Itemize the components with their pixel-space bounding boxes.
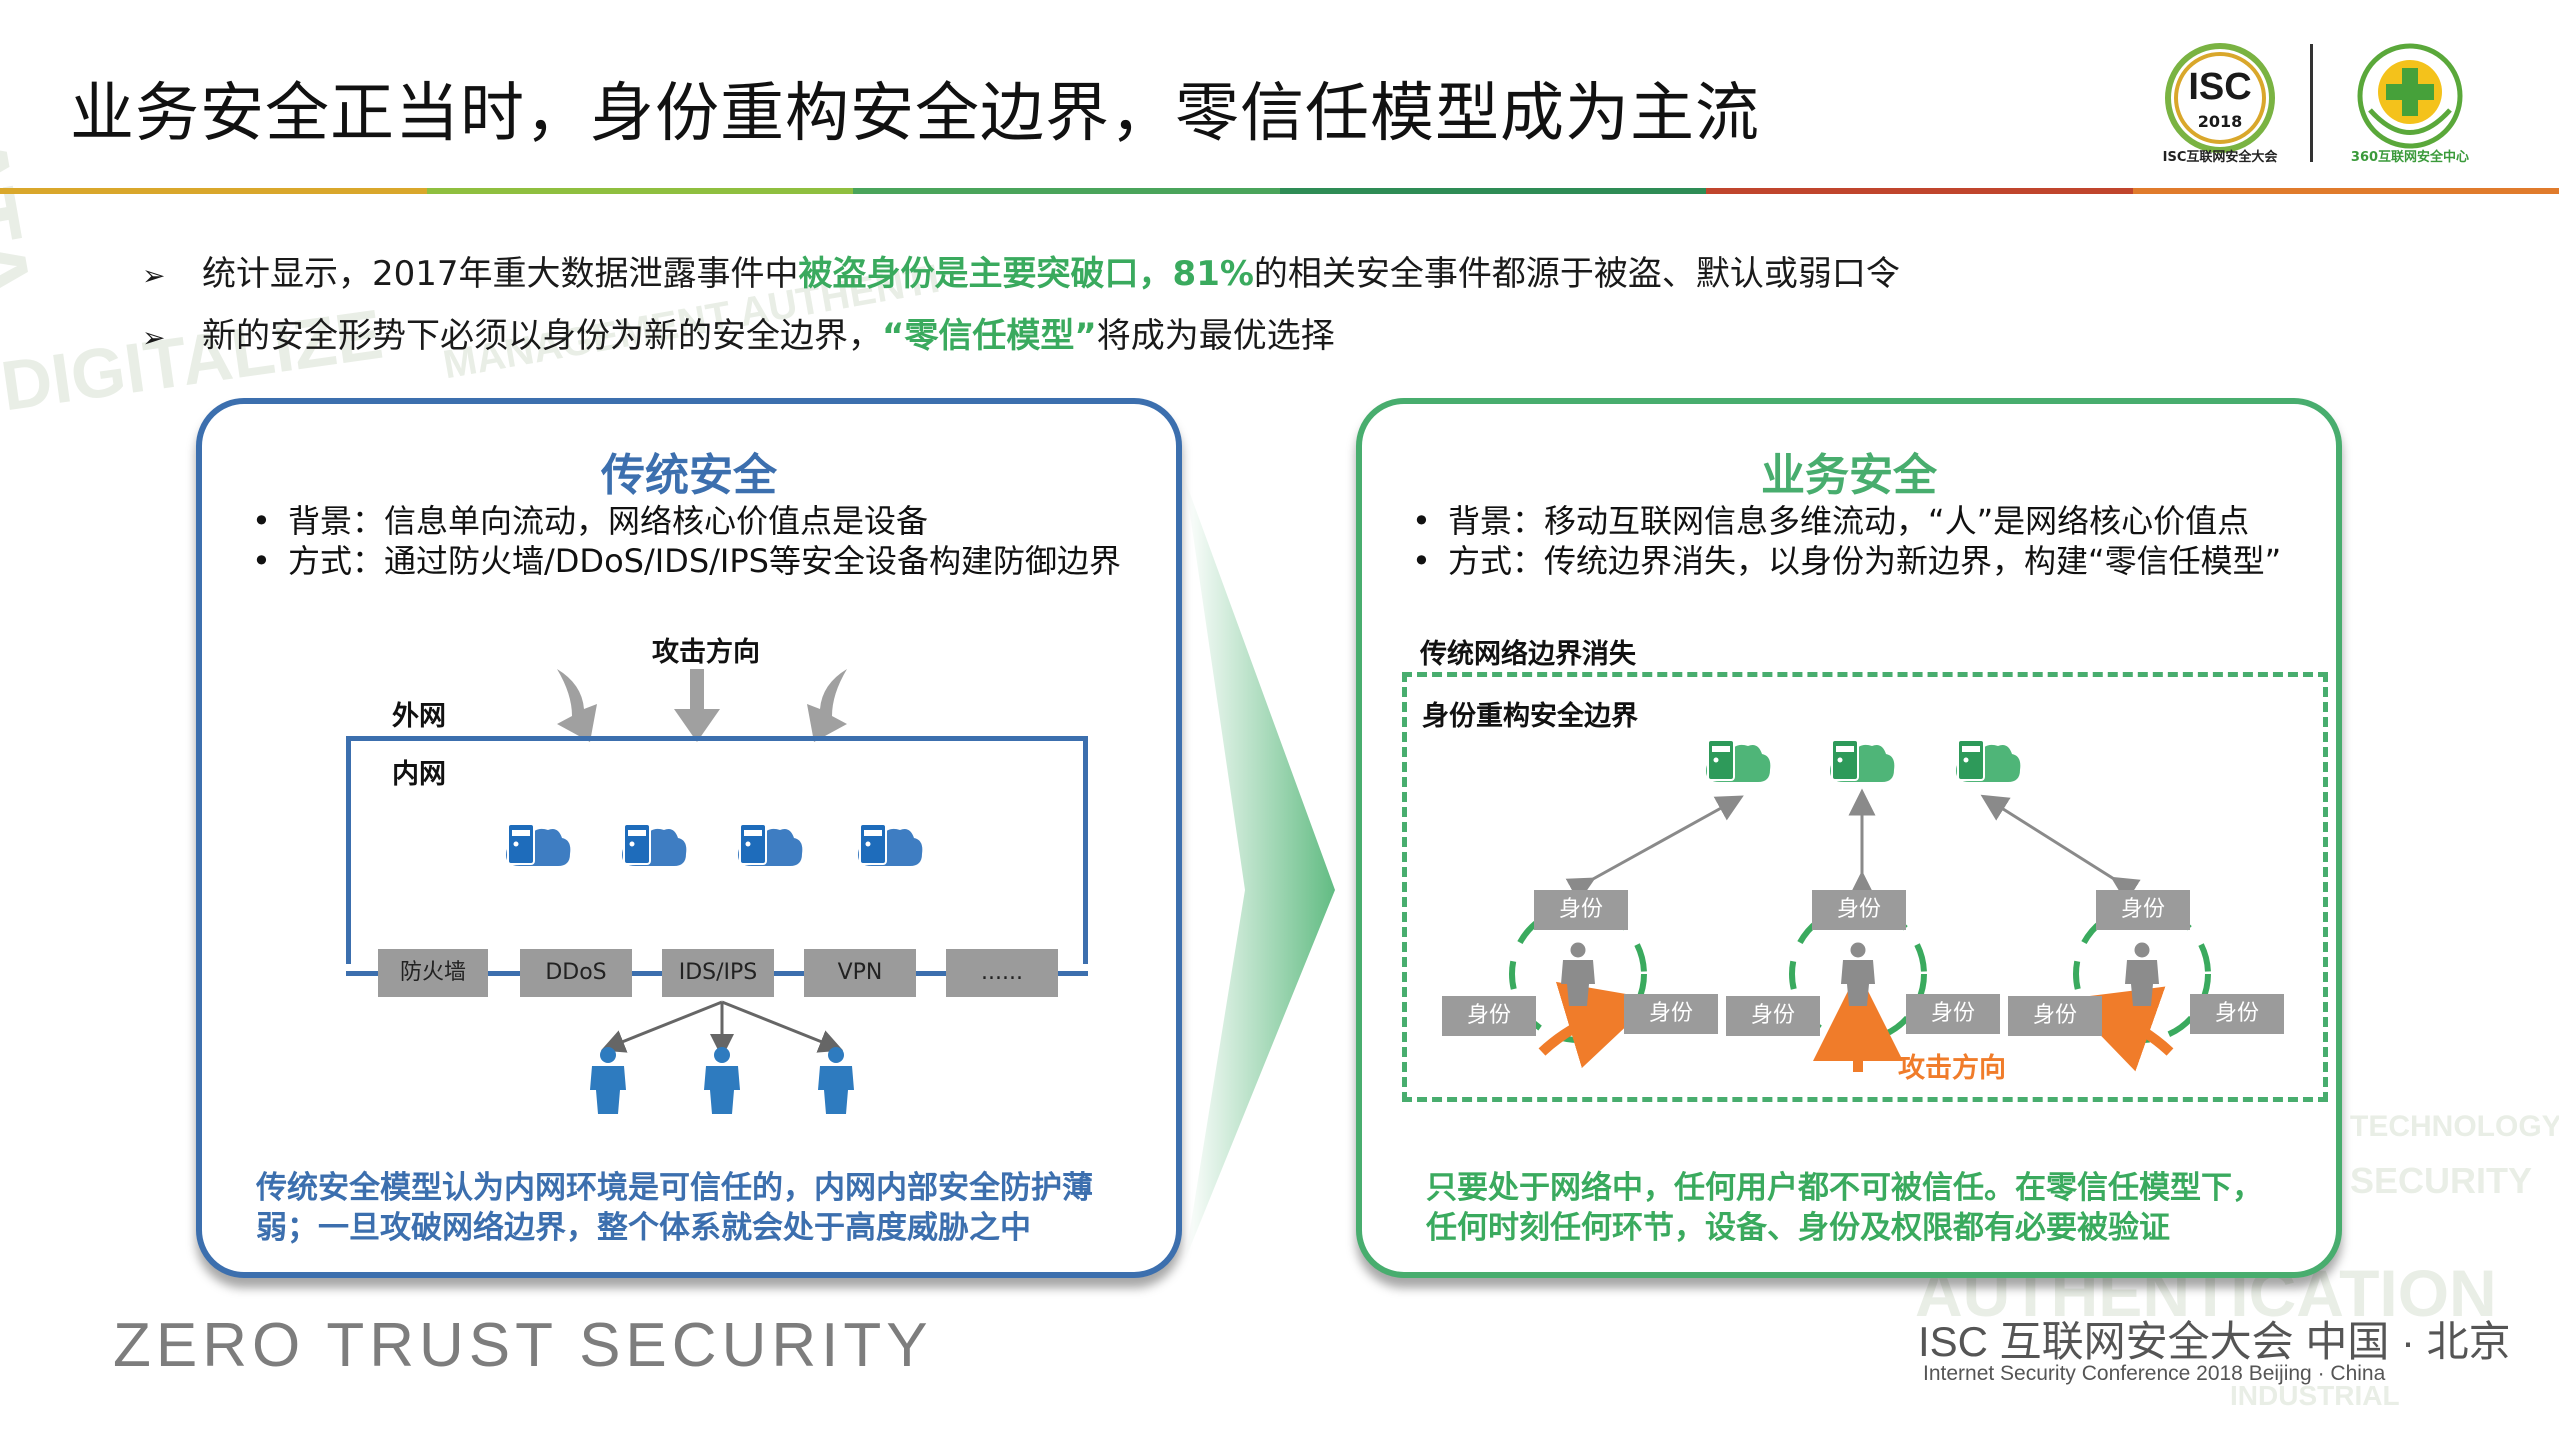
user-icon: [590, 1047, 626, 1114]
arrow-bullet-icon: ➢: [142, 321, 166, 354]
bullet-1-highlight: 被盗身份是主要突破口，81%: [798, 254, 1254, 294]
right-panel-title: 业务安全: [1761, 450, 1937, 501]
left-conclusion-line1: 传统安全模型认为内网环境是可信任的，内网内部安全防护薄: [256, 1170, 1093, 1206]
identity-box: 身份: [2190, 994, 2284, 1034]
left-line1-text: 背景：信息单向流动，网络核心价值点是设备: [288, 502, 929, 540]
isc-logo-mark: [2165, 43, 2275, 153]
bullet-2-post: 将成为最优选择: [1096, 316, 1335, 356]
identity-box: 身份: [1442, 996, 1536, 1036]
attack-arrows-icon: [557, 669, 847, 742]
right-attack-label: 攻击方向: [1898, 1053, 2006, 1084]
bullet-1: ➢ 统计显示，2017年重大数据泄露事件中被盗身份是主要突破口，81%的相关安全事…: [142, 246, 1900, 295]
right-line1-text: 背景：移动互联网信息多维流动，“人”是网络核心价值点: [1448, 502, 2250, 540]
left-panel-title: 传统安全: [601, 450, 777, 501]
server-cloud-icon: [506, 824, 571, 866]
right-conclusion-line2: 任何时刻任何环节，设备、身份及权限都有必要被验证: [1426, 1210, 2170, 1246]
left-panel-background: •背景：信息单向流动，网络核心价值点是设备: [252, 502, 929, 540]
server-cloud-icon: [738, 824, 803, 866]
device-more: ......: [946, 949, 1058, 997]
identity-box: 身份: [2008, 996, 2102, 1036]
server-cloud-icon: [1706, 740, 1771, 782]
right-panel-background: •背景：移动互联网信息多维流动，“人”是网络核心价值点: [1412, 502, 2250, 540]
traditional-security-panel: 传统安全 •背景：信息单向流动，网络核心价值点是设备 •方式：通过防火墙/DDo…: [196, 398, 1182, 1278]
right-panel-method: •方式：传统边界消失，以身份为新边界，构建“零信任模型”: [1412, 542, 2282, 580]
identity-box: 身份: [1726, 996, 1820, 1036]
bullet-1-pre: 统计显示，2017年重大数据泄露事件中: [202, 254, 799, 294]
stripe-segment: [426, 188, 853, 194]
device-ids-ips: IDS/IPS: [662, 949, 774, 997]
identity-box: 身份: [1812, 890, 1906, 930]
stripe-segment: [1706, 188, 2133, 194]
bullet-1-post: 的相关安全事件都源于被盗、默认或弱口令: [1253, 254, 1900, 294]
watermark-text: SECURITY: [2350, 1160, 2533, 1201]
user-icon: [704, 1047, 740, 1114]
isc-logo: ISC 2018 ISC互联网安全大会: [2160, 40, 2280, 200]
stripe-segment: [853, 188, 1280, 194]
stripe-segment: [2132, 188, 2559, 194]
business-security-panel: 业务安全 •背景：移动互联网信息多维流动，“人”是网络核心价值点 •方式：传统边…: [1356, 398, 2342, 1278]
stripe-segment: [1279, 188, 1706, 194]
left-panel-method: •方式：通过防火墙/DDoS/IDS/IPS等安全设备构建防御边界: [252, 542, 1121, 580]
person-icon: [1561, 942, 1595, 1006]
user-connection-arrows: [600, 1000, 844, 1058]
identity-box: 身份: [1906, 994, 2000, 1034]
isc-logo-caption: ISC互联网安全大会: [2162, 150, 2278, 165]
conference-name-en: Internet Security Conference 2018 Beijin…: [1923, 1362, 2386, 1385]
watermark-text: INDUSTRIAL: [2230, 1380, 2400, 1411]
person-icon: [2125, 942, 2159, 1006]
server-cloud-icon: [1830, 740, 1895, 782]
left-line2-text: 方式：通过防火墙/DDoS/IDS/IPS等安全设备构建防御边界: [288, 542, 1121, 580]
user-icon: [818, 1047, 854, 1114]
identity-box: 身份: [2096, 890, 2190, 930]
server-cloud-icon: [1956, 740, 2021, 782]
server-cloud-icon: [858, 824, 923, 866]
isc-logo-year: 2018: [2197, 112, 2243, 131]
conference-name-cn: ISC 互联网安全大会 中国 · 北京: [1918, 1318, 2511, 1365]
transition-arrow-icon: [1185, 480, 1335, 1260]
left-conclusion-line2: 弱；一旦攻破网络边界，整个体系就会处于高度威胁之中: [256, 1210, 1031, 1246]
device-ddos: DDoS: [520, 949, 632, 997]
stripe-segment: [0, 188, 427, 194]
server-cloud-icon: [622, 824, 687, 866]
arrow-bullet-icon: ➢: [142, 259, 166, 292]
device-firewall: 防火墙: [378, 949, 488, 997]
left-attack-label: 攻击方向: [652, 637, 760, 668]
inner-network-label: 内网: [392, 759, 446, 790]
title-underline-stripe: [0, 188, 2559, 194]
identity-boundary-label: 身份重构安全边界: [1422, 701, 1638, 732]
identity-box: 身份: [1534, 890, 1628, 930]
bullet-2: ➢ 新的安全形势下必须以身份为新的安全边界，“零信任模型”将成为最优选择: [142, 308, 1335, 357]
center-logo-caption: 360互联网安全中心: [2350, 150, 2470, 165]
watermark-text: DATA: [0, 60, 51, 311]
zero-trust-tagline: ZERO TRUST SECURITY: [113, 1311, 933, 1380]
right-line2-text: 方式：传统边界消失，以身份为新边界，构建“零信任模型”: [1448, 542, 2282, 580]
person-icon: [1841, 942, 1875, 1006]
network-perimeter: [346, 736, 1088, 964]
shield-plus-icon: [2357, 43, 2463, 149]
bullet-2-highlight: “零信任模型”: [882, 316, 1097, 356]
identity-box: 身份: [1624, 994, 1718, 1034]
watermark-text: TECHNOLOGY: [2350, 1110, 2559, 1143]
identity-diagram-lines: [1509, 788, 2211, 1072]
center-logo: 360互联网安全中心: [2340, 40, 2480, 200]
identity-boundary-dashed: [1402, 672, 2328, 1102]
page-title: 业务安全正当时，身份重构安全边界，零信任模型成为主流: [70, 77, 1760, 151]
outer-network-label: 外网: [392, 701, 446, 732]
boundary-gone-label: 传统网络边界消失: [1420, 639, 1636, 670]
isc-logo-text: ISC: [2188, 66, 2252, 108]
device-vpn: VPN: [804, 949, 916, 997]
right-conclusion-line1: 只要处于网络中，任何用户都不可被信任。在零信任模型下，: [1426, 1170, 2263, 1206]
logo-divider: [2310, 44, 2313, 162]
bullet-2-pre: 新的安全形势下必须以身份为新的安全边界，: [202, 316, 882, 356]
